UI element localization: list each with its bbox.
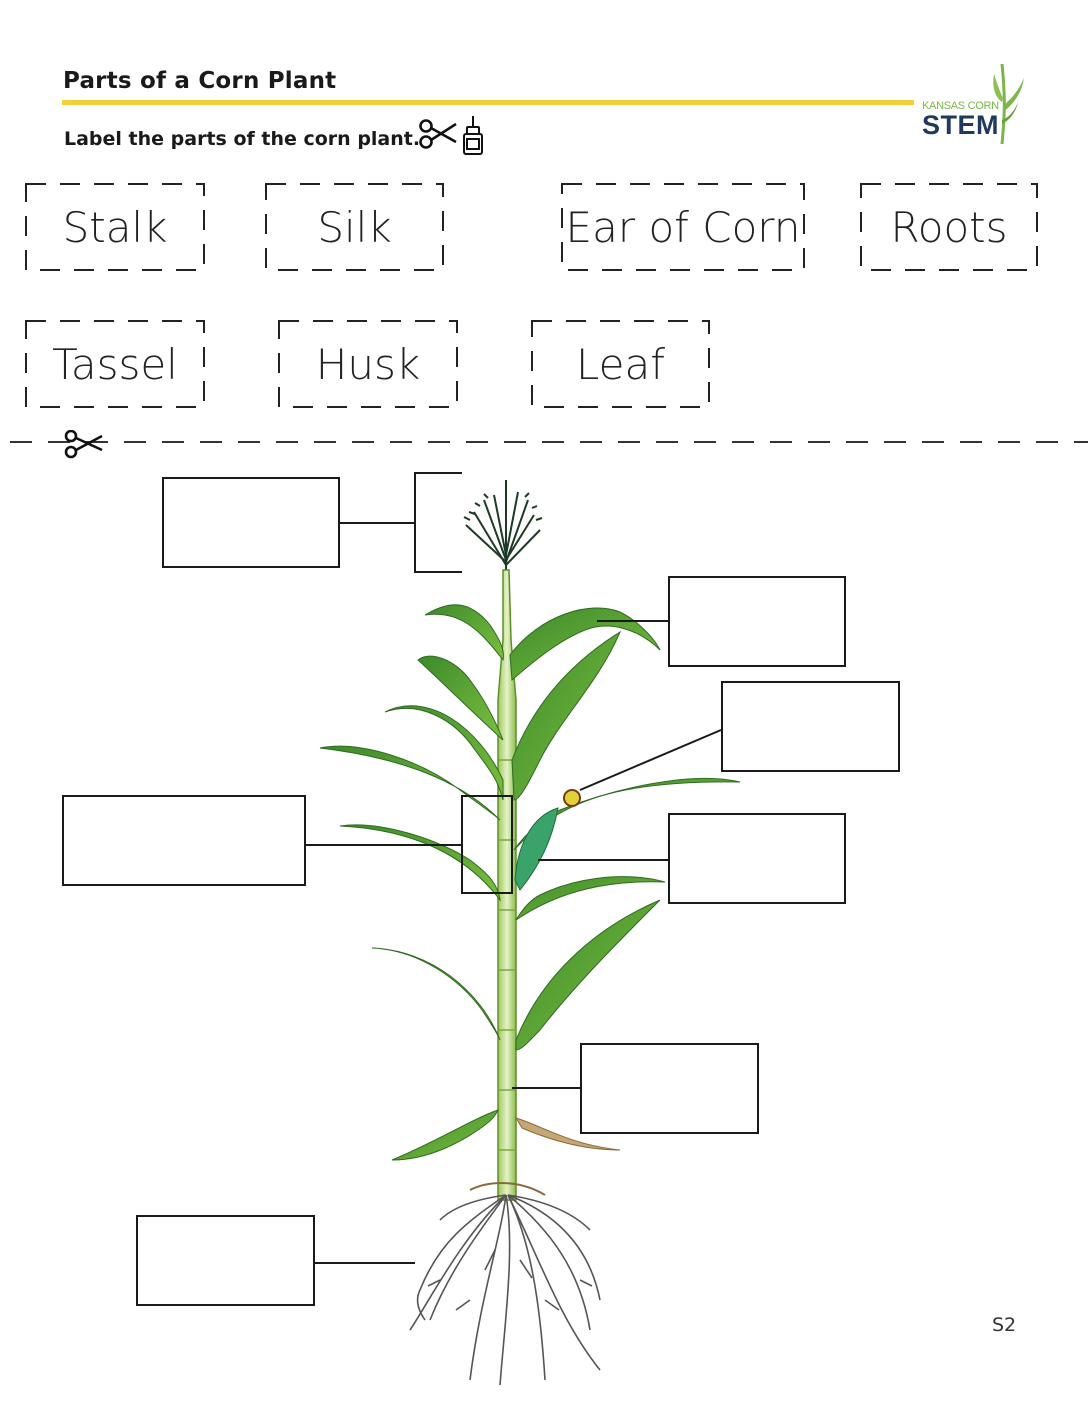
cut-card-label: Roots [890,202,1008,252]
cut-card-label: Silk [317,202,392,252]
instruction-text: Label the parts of the corn plant. [64,128,421,150]
cut-card-label: Tassel [52,339,178,389]
cut-card-husk[interactable]: Husk [278,320,458,408]
roots [409,1194,601,1386]
tool-icons [419,116,483,155]
logo-big-text: STEM [922,110,1000,140]
cut-card-stalk[interactable]: Stalk [25,183,205,271]
label-connector-lines [306,472,722,1264]
cut-card-label: Leaf [575,339,666,389]
cut-card-label: Husk [315,339,421,389]
cut-card-ear-of-corn[interactable]: Ear of Corn [561,183,805,271]
cut-card-label: Ear of Corn [565,202,801,252]
scissors-icon [64,430,103,459]
ear-of-corn [514,789,581,891]
label-box-stalk[interactable] [580,1043,759,1134]
label-box-tassel[interactable] [162,477,340,568]
stalk [497,569,517,1201]
cut-line [10,430,1088,459]
glue-bottle-icon [463,116,483,155]
cut-card-silk[interactable]: Silk [265,183,444,271]
brace-roots [469,1182,546,1196]
cut-card-label: Stalk [62,202,168,252]
scissors-icon [419,119,457,149]
label-box-roots[interactable] [136,1215,315,1306]
label-box-husk[interactable] [668,813,846,904]
kansas-corn-stem-logo: KANSAS CORN STEM [918,62,1028,146]
cut-card-tassel[interactable]: Tassel [25,320,205,408]
title-underline [62,100,914,105]
tassel [463,480,543,570]
label-box-stalk-upper[interactable] [62,795,306,886]
label-box-silk[interactable] [721,681,900,772]
cut-card-leaf[interactable]: Leaf [531,320,710,408]
corn-logo-icon [993,63,1024,145]
cut-card-roots[interactable]: Roots [860,183,1038,271]
page-number: S2 [992,1314,1017,1336]
label-box-leaf[interactable] [668,576,846,667]
logo-small-text: KANSAS CORN [922,100,999,112]
page-title: Parts of a Corn Plant [63,68,337,94]
